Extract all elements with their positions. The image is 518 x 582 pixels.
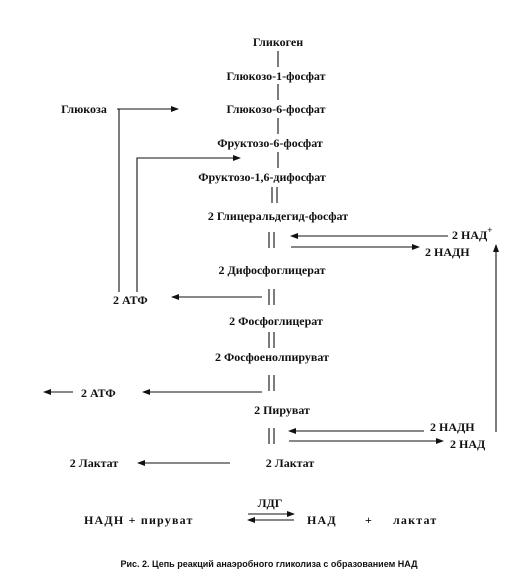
cofactor-nadh-bottom: 2 НАДН — [430, 420, 475, 434]
metabolite-glucose-6-phosphate: Глюкозо-6-фосфат — [226, 102, 325, 116]
equilibrium-arrows — [247, 511, 295, 523]
cofactor-nad-plus-top: 2 НАД+ — [452, 225, 492, 242]
metabolite-glyceraldehyde-phosphate: 2 Глицеральдегид-фосфат — [208, 209, 348, 223]
equation-left: НАДН + пируват — [84, 513, 194, 527]
equation-product-lactate: лактат — [393, 513, 437, 527]
equation-plus: + — [365, 513, 372, 527]
connector-f16bp-gap — [271, 187, 278, 203]
figure-caption: Рис. 2. Цепь реакций анаэробного гликоли… — [121, 559, 419, 569]
metabolite-lactate: 2 Лактат — [266, 456, 315, 470]
connector-pyruvate-lactate — [268, 428, 275, 444]
cofactor-nad-bottom: 2 НАД — [450, 437, 486, 451]
metabolite-phosphoenolpyruvate: 2 Фосфоенолпируват — [215, 350, 329, 364]
connector-gap-dpg — [268, 232, 275, 248]
metabolite-glucose: Глюкоза — [61, 102, 107, 116]
metabolite-fructose-6-phosphate: Фруктозо-6-фосфат — [217, 136, 323, 150]
metabolite-phosphoglycerate: 2 Фосфоглицерат — [229, 314, 323, 328]
metabolite-diphosphoglycerate: 2 Дифосфоглицерат — [219, 263, 326, 277]
metabolite-glycogen: Гликоген — [253, 35, 303, 49]
enzyme-label-ldh: ЛДГ — [258, 496, 283, 510]
cofactor-atp-2: 2 АТФ — [81, 386, 116, 400]
metabolite-glucose-1-phosphate: Глюкозо-1-фосфат — [226, 69, 325, 83]
equation-product-nad: НАД — [307, 513, 337, 527]
arrow-atp-to-fructose-step — [136, 155, 241, 292]
metabolite-lactate-output: 2 Лактат — [70, 456, 119, 470]
connector-dpg-pg — [268, 289, 275, 305]
cofactor-nadh-top: 2 НАДН — [425, 245, 470, 259]
nad-plus-superscript: + — [487, 225, 492, 235]
metabolite-fructose-1-6-bisphosphate: Фруктозо-1,6-дифосфат — [198, 170, 326, 184]
cofactor-atp-1: 2 АТФ — [113, 293, 148, 307]
connector-pg-pep — [268, 332, 275, 348]
connector-pep-pyruvate — [268, 375, 275, 391]
metabolite-pyruvate: 2 Пируват — [254, 403, 310, 417]
